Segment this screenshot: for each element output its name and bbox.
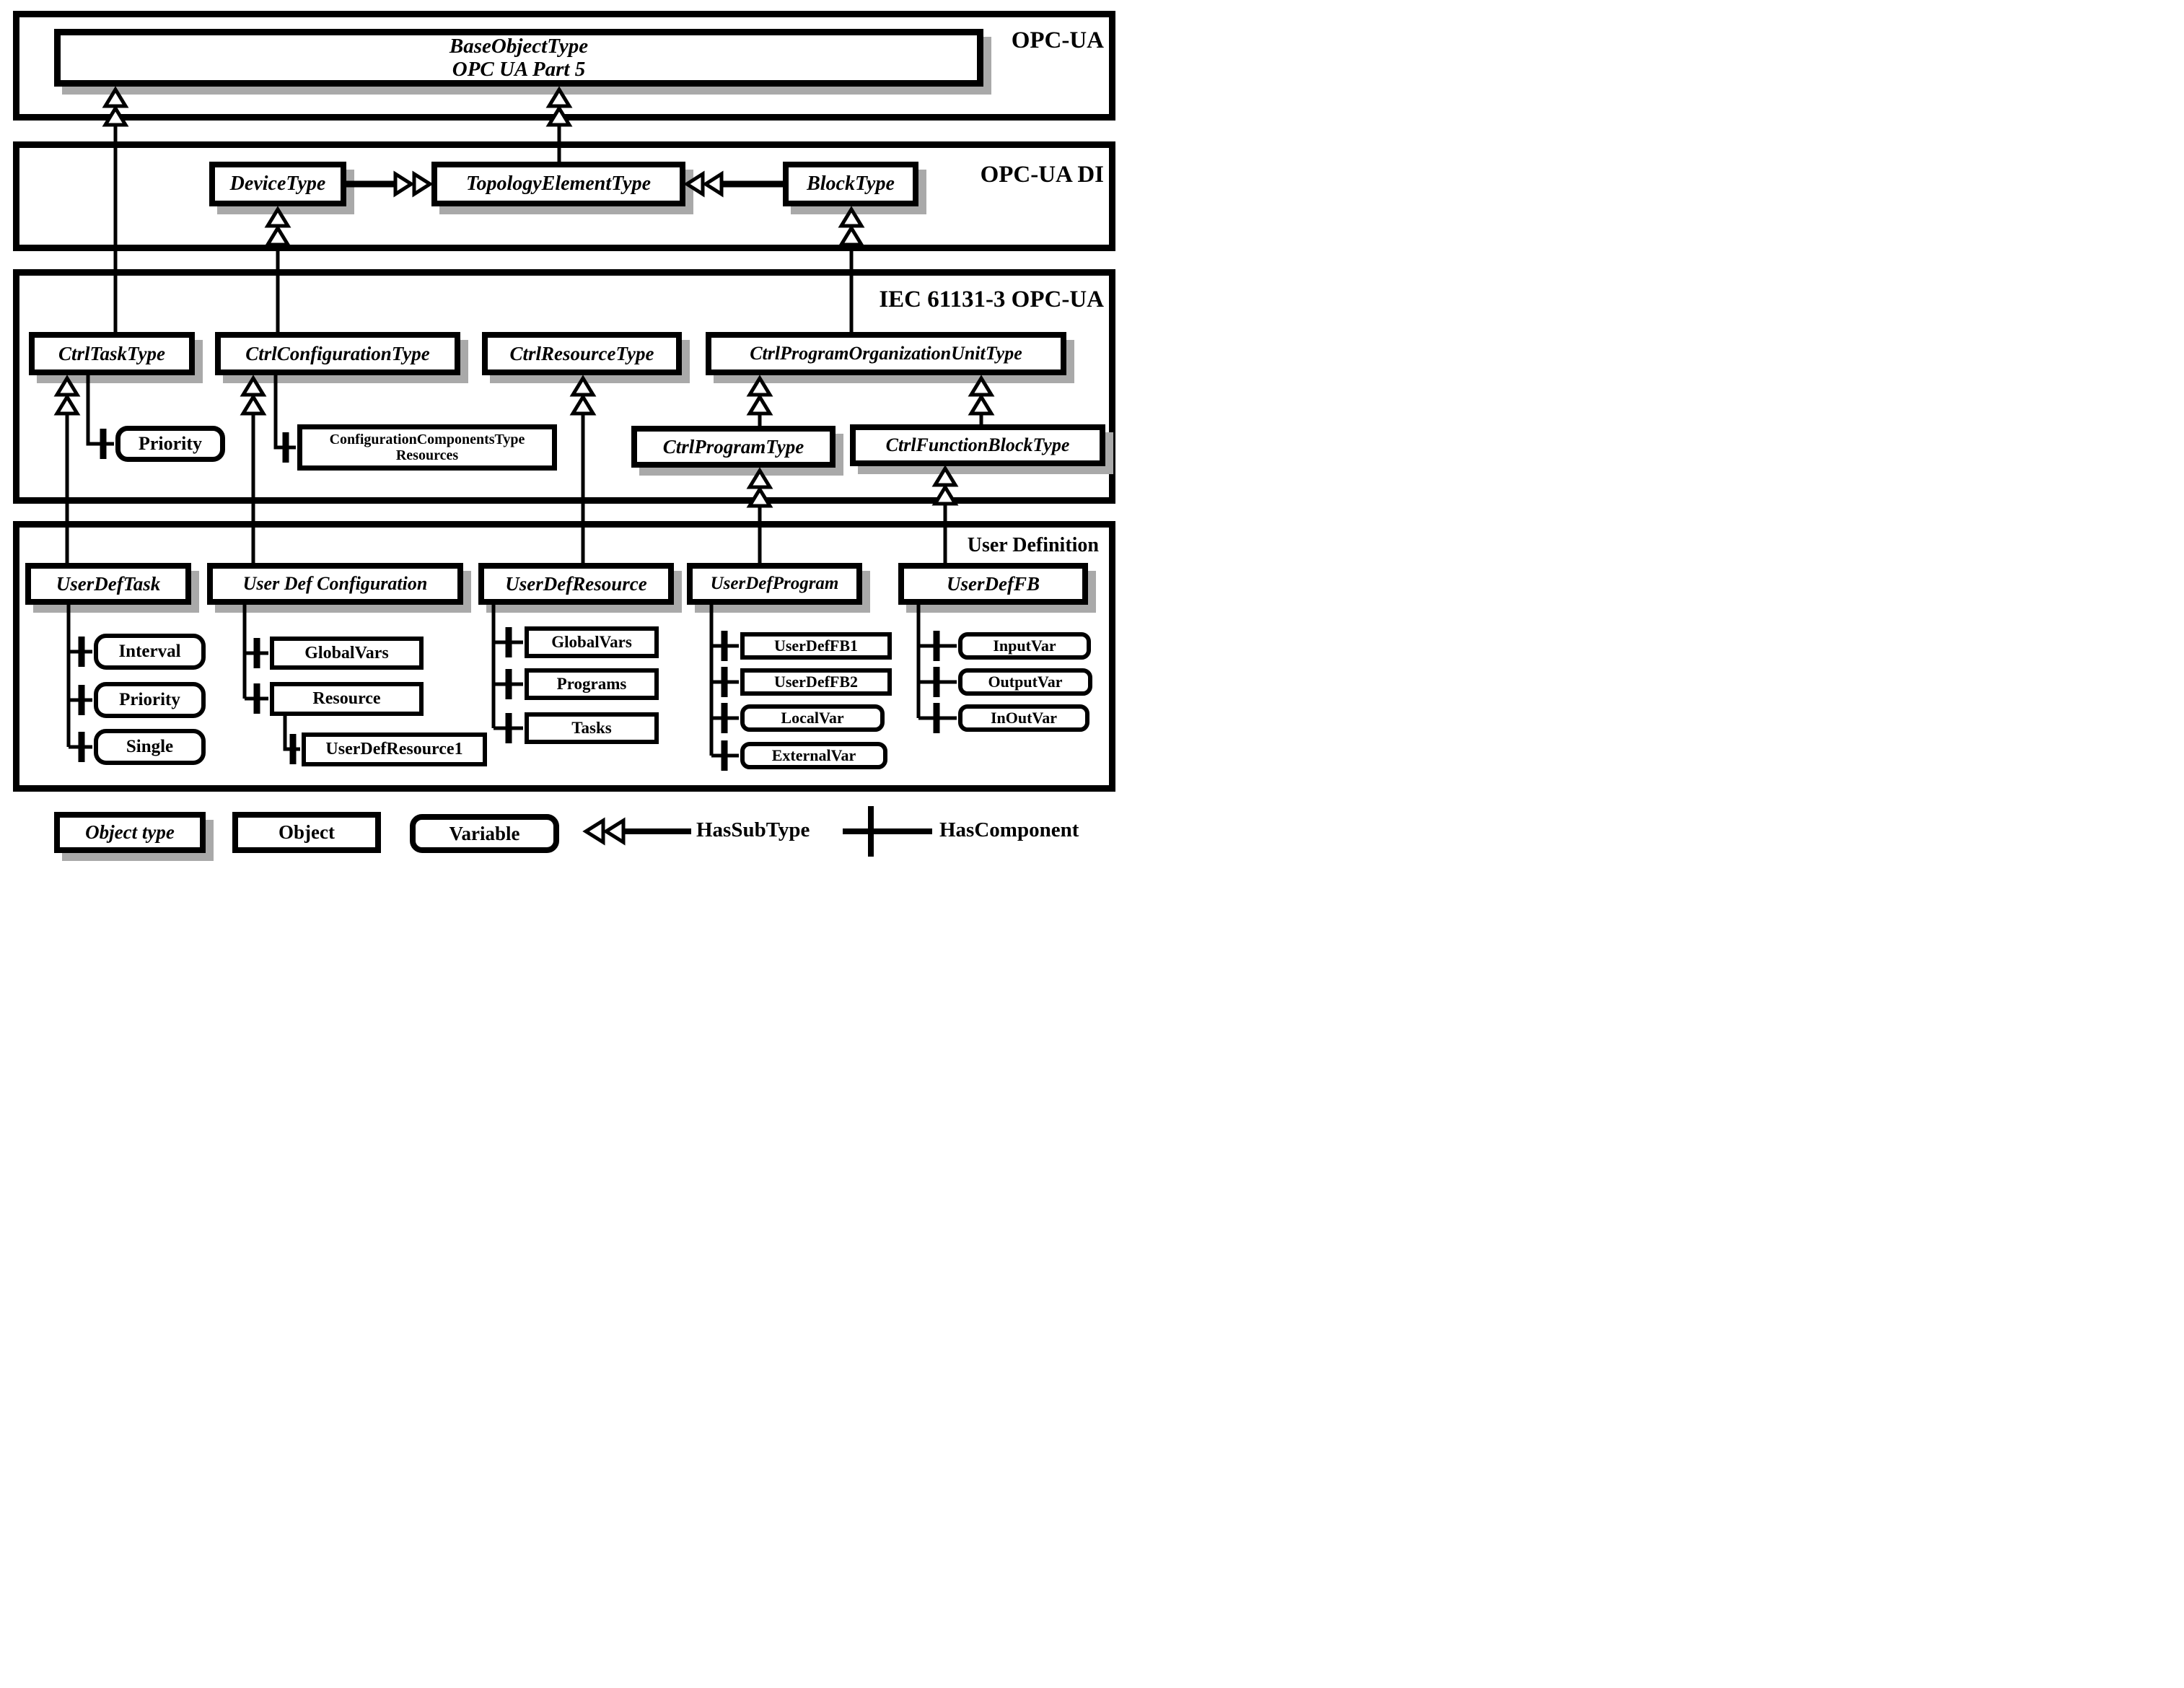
node-resource-programs-label: Programs — [556, 675, 627, 694]
node-user-def-program-label: UserDefProgram — [710, 574, 839, 593]
node-ctrl-configuration-type: CtrlConfigurationType — [215, 332, 460, 375]
node-config-resource-label: Resource — [312, 689, 381, 709]
node-block-type: BlockType — [783, 162, 918, 206]
legend-has-subtype-label: HasSubType — [696, 818, 810, 841]
band-opc-ua-di — [13, 141, 1115, 251]
node-user-def-fb2-object: UserDefFB2 — [740, 668, 892, 696]
node-interval-label: Interval — [118, 642, 181, 661]
node-user-def-task-label: UserDefTask — [56, 572, 161, 595]
node-user-def-fb1-object: UserDefFB1 — [740, 632, 892, 660]
node-config-resource-object: Resource — [270, 682, 424, 716]
node-user-def-fb1-label: UserDefFB1 — [773, 636, 859, 655]
node-base-object-type: BaseObjectType OPC UA Part 5 — [54, 29, 983, 87]
node-ctrl-function-block-type: CtrlFunctionBlockType — [850, 424, 1105, 466]
band-iec-61131-3 — [13, 269, 1115, 504]
node-user-def-fb2-label: UserDefFB2 — [773, 672, 859, 691]
node-ctrl-program-organization-unit-type: CtrlProgramOrganizationUnitType — [706, 332, 1066, 375]
legend-has-component-label: HasComponent — [939, 818, 1079, 841]
node-user-def-configuration: User Def Configuration — [207, 563, 463, 605]
node-user-def-task: UserDefTask — [25, 563, 191, 605]
node-resource-globalvars-label: GlobalVars — [551, 633, 632, 652]
node-config-globalvars-object: GlobalVars — [270, 637, 424, 670]
node-resource-tasks-object: Tasks — [525, 712, 659, 744]
node-ctrl-program-type-label: CtrlProgramType — [662, 435, 804, 458]
node-user-def-resource: UserDefResource — [478, 563, 674, 605]
node-base-object-type-spec: OPC UA Part 5 — [452, 58, 586, 81]
node-user-def-resource1-label: UserDefResource1 — [325, 740, 463, 759]
node-configuration-components-resources-label: Resources — [395, 447, 459, 463]
node-inputvar-variable: InputVar — [958, 632, 1091, 660]
node-config-globalvars-label: GlobalVars — [304, 643, 389, 662]
legend-variable-label: Variable — [449, 822, 520, 844]
node-user-def-fb: UserDefFB — [898, 563, 1088, 605]
node-ctrl-task-type: CtrlTaskType — [29, 332, 195, 375]
node-inoutvar-variable: InOutVar — [958, 704, 1089, 732]
node-ctrl-program-type: CtrlProgramType — [631, 426, 836, 468]
node-topology-element-type-label: TopologyElementType — [465, 172, 652, 196]
node-user-def-program: UserDefProgram — [687, 563, 862, 605]
legend-object-type-box: Object type — [54, 812, 206, 853]
node-configuration-components-type-label: ConfigurationComponentsType — [329, 431, 525, 447]
node-outputvar-variable: OutputVar — [958, 668, 1092, 696]
node-device-type: DeviceType — [209, 162, 346, 206]
node-ctrl-configuration-type-label: CtrlConfigurationType — [245, 342, 430, 364]
node-ctrl-pou-type-label: CtrlProgramOrganizationUnitType — [750, 343, 1022, 364]
node-externalvar-variable: ExternalVar — [740, 742, 887, 769]
node-resource-programs-object: Programs — [525, 668, 659, 700]
node-user-def-configuration-label: User Def Configuration — [242, 573, 428, 595]
node-block-type-label: BlockType — [807, 172, 895, 196]
band-label-opc-ua: OPC-UA — [1011, 27, 1104, 53]
node-topology-element-type: TopologyElementType — [431, 162, 685, 206]
node-interval-variable: Interval — [94, 634, 206, 670]
node-localvar-label: LocalVar — [781, 708, 844, 727]
legend-object-box: Object — [232, 812, 381, 853]
node-ctrl-resource-type: CtrlResourceType — [482, 332, 682, 375]
band-label-iec: IEC 61131-3 OPC-UA — [879, 287, 1104, 312]
node-single-variable: Single — [94, 729, 206, 765]
band-label-opc-ua-di: OPC-UA DI — [980, 162, 1104, 188]
node-priority-variable-label: Priority — [138, 433, 203, 455]
node-base-object-type-name: BaseObjectType — [449, 34, 589, 58]
node-task-priority-variable: Priority — [94, 682, 206, 718]
band-label-user-definition: User Definition — [967, 534, 1099, 556]
node-task-priority-label: Priority — [119, 690, 180, 709]
node-externalvar-label: ExternalVar — [771, 745, 856, 764]
node-outputvar-label: OutputVar — [988, 672, 1063, 691]
node-priority-variable: Priority — [115, 426, 225, 462]
node-inputvar-label: InputVar — [993, 636, 1056, 655]
node-resource-tasks-label: Tasks — [571, 719, 612, 738]
node-resource-globalvars-object: GlobalVars — [525, 626, 659, 658]
band-user-definition — [13, 521, 1115, 792]
node-ctrl-task-type-label: CtrlTaskType — [58, 342, 165, 364]
node-user-def-resource1-object: UserDefResource1 — [302, 733, 487, 766]
node-single-label: Single — [126, 737, 174, 756]
node-configuration-components: ConfigurationComponentsType Resources — [297, 424, 557, 471]
legend-object-type-label: Object type — [85, 821, 175, 844]
legend-variable-box: Variable — [410, 814, 559, 853]
node-inoutvar-label: InOutVar — [990, 708, 1058, 727]
node-localvar-variable: LocalVar — [740, 704, 885, 732]
node-user-def-resource-label: UserDefResource — [505, 572, 647, 595]
node-ctrl-function-block-type-label: CtrlFunctionBlockType — [885, 434, 1070, 456]
legend-object-label: Object — [279, 821, 335, 844]
opcua-type-hierarchy-diagram: OPC-UA OPC-UA DI IEC 61131-3 OPC-UA User… — [0, 0, 1131, 875]
node-device-type-label: DeviceType — [229, 172, 326, 196]
node-ctrl-resource-type-label: CtrlResourceType — [509, 342, 654, 364]
node-user-def-fb-label: UserDefFB — [947, 572, 1040, 595]
